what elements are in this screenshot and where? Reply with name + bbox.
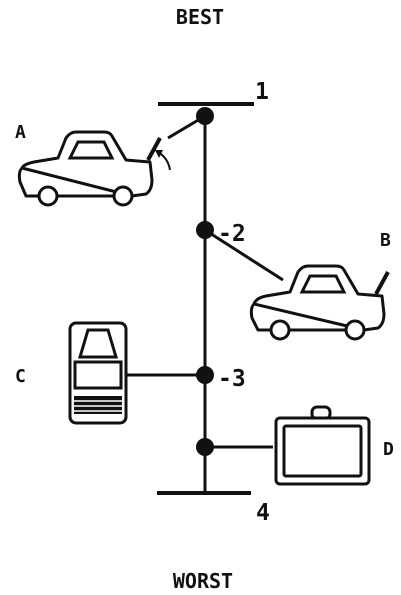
car-open-trunk-icon: [17, 130, 171, 207]
best-label: BEST: [176, 5, 224, 29]
car-rear-view-icon: [68, 321, 128, 425]
item-label-a: A: [15, 122, 26, 143]
tick-label-3: -3: [218, 366, 246, 392]
car-open-trunk-icon: [249, 264, 390, 341]
item-label-c: C: [15, 366, 26, 387]
tick-label-2: -2: [218, 221, 246, 247]
item-label-b: B: [380, 230, 391, 251]
connector-b: [204, 228, 284, 282]
item-label-d: D: [383, 439, 394, 460]
tick-label-1: 1: [255, 79, 269, 105]
worst-label: WORST: [173, 569, 233, 593]
connector-a: [167, 114, 206, 140]
case-icon: [274, 405, 371, 486]
tick-label-4: 4: [256, 500, 270, 526]
